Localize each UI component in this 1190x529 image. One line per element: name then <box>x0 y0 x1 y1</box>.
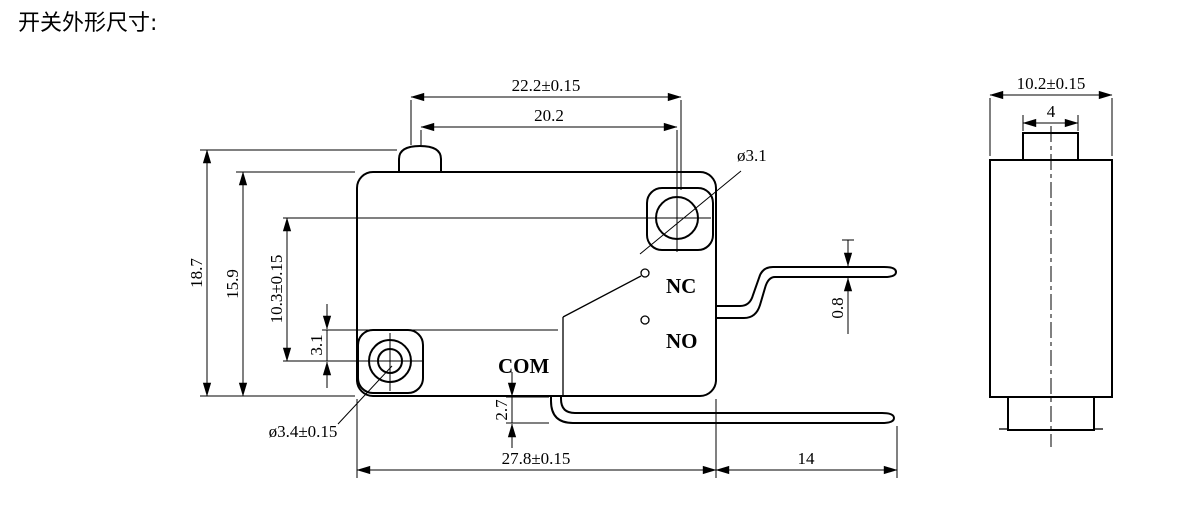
dim-terminal-thickness-label: 0.8 <box>828 297 847 318</box>
side-view: 10.2±0.15 4 <box>989 74 1113 447</box>
dim-bottom-hole: ø3.4±0.15 <box>269 365 393 441</box>
dim-body-width-label: 27.8±0.15 <box>502 449 571 468</box>
side-body-outline <box>989 126 1113 447</box>
dim-terminal-length: 14 <box>715 426 898 478</box>
nc-contact-point <box>640 268 650 278</box>
dim-terminal-drop-label: 2.7 <box>492 399 511 421</box>
side-bottom-block <box>1007 396 1095 431</box>
dim-top-span: 22.2±0.15 <box>410 76 682 190</box>
dim-button-width-label: 4 <box>1047 102 1056 121</box>
dim-hole-offset-label: 3.1 <box>307 334 326 355</box>
switch-body-outline <box>356 144 898 424</box>
dim-body-height-label: 15.9 <box>223 269 242 299</box>
dim-terminal-drop: 2.7 <box>492 372 549 448</box>
internal-contacts <box>562 268 650 396</box>
plunger-button <box>398 144 442 172</box>
nc-no-terminal-pin <box>715 266 898 319</box>
top-hole-pad <box>646 187 714 251</box>
terminal-labels: NC NO COM <box>498 274 698 378</box>
dim-terminal-length-label: 14 <box>798 449 816 468</box>
dim-hole-offset: 3.1 <box>307 304 558 388</box>
com-terminal-pin <box>550 395 896 424</box>
dim-inner-span: 20.2 <box>420 106 678 145</box>
front-view: 22.2±0.15 20.2 ø3.1 18.7 15.9 <box>187 76 898 478</box>
dim-button-width: 4 <box>1022 102 1079 131</box>
dim-depth-label: 10.2±0.15 <box>1017 74 1086 93</box>
page-title: 开关外形尺寸: <box>18 11 157 36</box>
dim-inner-span-label: 20.2 <box>534 106 564 125</box>
dim-top-span-label: 22.2±0.15 <box>512 76 581 95</box>
dim-bottom-hole-label: ø3.4±0.15 <box>269 422 338 441</box>
dim-top-hole-label: ø3.1 <box>737 146 767 165</box>
dim-top-hole: ø3.1 <box>639 146 767 255</box>
dim-body-height: 15.9 <box>223 171 355 397</box>
no-label: NO <box>666 329 698 353</box>
hole-centerlines <box>283 130 711 391</box>
dim-hole-spacing-label: 10.3±0.15 <box>267 255 286 324</box>
nc-label: NC <box>666 274 696 298</box>
dim-depth: 10.2±0.15 <box>989 74 1113 156</box>
com-label: COM <box>498 354 550 378</box>
dim-body-width: 27.8±0.15 <box>356 399 717 478</box>
dim-overall-height: 18.7 <box>187 149 397 397</box>
contact-blade <box>562 275 642 318</box>
no-contact-point <box>640 315 650 325</box>
dim-hole-spacing: 10.3±0.15 <box>267 217 292 362</box>
dim-overall-height-label: 18.7 <box>187 258 206 288</box>
dim-terminal-thickness: 0.8 <box>828 239 854 334</box>
switch-body <box>356 171 717 397</box>
